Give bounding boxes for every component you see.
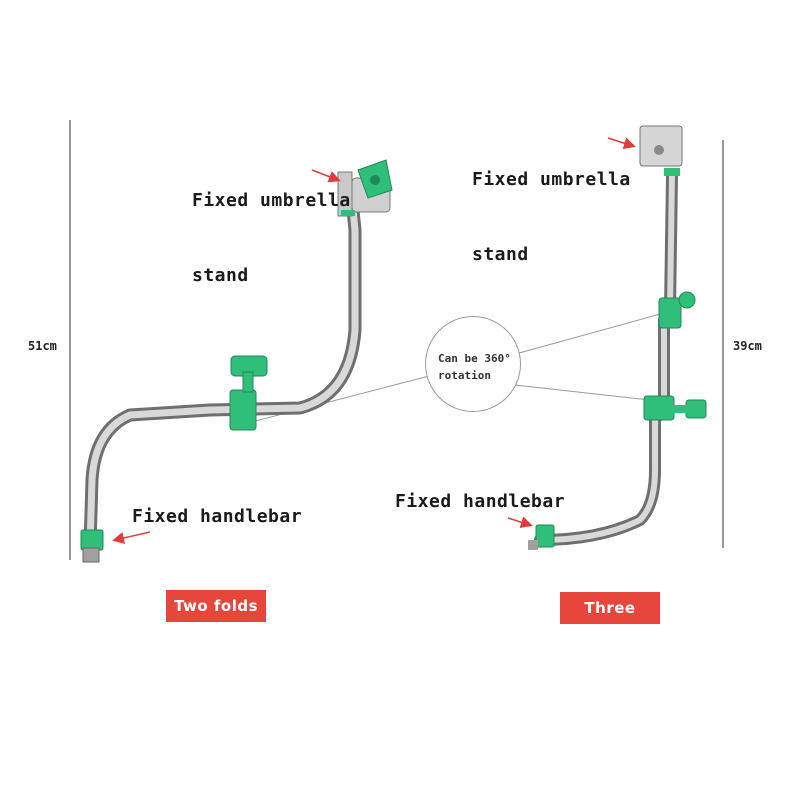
arrow-left-umbrella [311,169,341,183]
arrow-right-umbrella [607,137,636,149]
right-dimension-label: 39cm [733,339,762,353]
right-umbrella-label-line1: Fixed umbrella [472,169,631,190]
arrow-left-handlebar [112,531,151,544]
two-folds-tag: Two folds [166,590,266,622]
rotation-callout: Can be 360° rotation [425,316,521,412]
right-handlebar-label: Fixed handlebar [395,491,566,512]
rotation-callout-line1: Can be 360° [438,352,511,365]
left-umbrella-label-line2: stand [192,265,249,286]
left-handlebar-label: Fixed handlebar [132,506,303,527]
callout-pointer-left [239,374,434,426]
left-umbrella-label-line1: Fixed umbrella [192,190,351,211]
three-folds-tag: Three folds [560,592,660,649]
arrow-right-handlebar [507,516,533,528]
right-umbrella-label-line2: stand [472,244,529,265]
callout-pointer-right-bottom [514,384,651,401]
callout-pointer-right-top [511,312,665,356]
right-umbrella-label: Fixed umbrella stand [472,117,631,292]
left-two-fold-pole [80,159,393,563]
left-umbrella-label: Fixed umbrella stand [192,138,351,313]
rotation-callout-line2: rotation [438,369,491,382]
left-dimension-label: 51cm [28,339,57,353]
right-three-fold-pole [528,125,707,550]
